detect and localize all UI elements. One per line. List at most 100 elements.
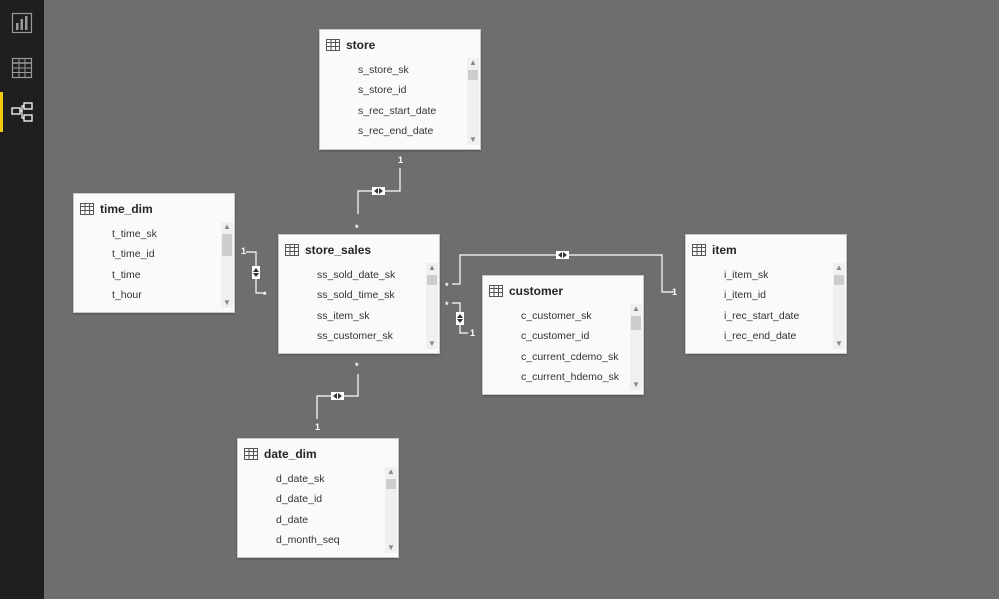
bidirectional-filter-icon [252, 266, 260, 279]
field-item[interactable]: d_date [276, 513, 309, 526]
scroll-down-icon[interactable]: ▼ [387, 543, 395, 552]
scrollbar[interactable]: ▲ ▼ [630, 304, 642, 390]
cardinality-many: * [445, 300, 449, 310]
field-item[interactable]: i_rec_end_date [724, 329, 797, 342]
report-view-button[interactable] [0, 3, 44, 43]
field-item[interactable]: ss_customer_sk [317, 329, 393, 342]
cardinality-one: 1 [470, 328, 475, 338]
cardinality-one: 1 [398, 155, 403, 165]
table-title: store [346, 38, 376, 52]
field-item[interactable]: d_date_sk [276, 473, 325, 485]
table-card-customer[interactable]: customer c_customer_sk c_customer_id c_c… [482, 275, 644, 395]
scroll-thumb[interactable] [468, 70, 478, 80]
view-switcher-rail [0, 0, 44, 599]
table-card-item[interactable]: item i_item_sk i_item_id i_rec_start_dat… [685, 234, 847, 354]
bidirectional-filter-icon [331, 392, 344, 400]
data-view-button[interactable] [0, 48, 44, 88]
scroll-down-icon[interactable]: ▼ [428, 339, 436, 348]
field-item[interactable]: i_rec_start_date [724, 309, 800, 322]
field-item[interactable]: d_month_seq [276, 533, 340, 546]
scrollbar[interactable]: ▲ ▼ [426, 263, 438, 349]
cardinality-many: * [355, 361, 359, 371]
scroll-up-icon[interactable]: ▲ [469, 58, 477, 67]
scroll-thumb[interactable] [631, 316, 641, 330]
field-list: ss_sold_date_sk ss_sold_time_sk ss_item_… [317, 265, 395, 346]
field-item[interactable]: s_store_sk [358, 64, 409, 76]
cardinality-one: 1 [241, 246, 246, 256]
cardinality-many: * [355, 223, 359, 233]
relationships-view-button[interactable] [0, 92, 44, 132]
field-item[interactable]: i_item_id [724, 289, 767, 302]
field-item[interactable]: ss_item_sk [317, 309, 370, 322]
table-header[interactable]: time_dim [80, 200, 153, 218]
scroll-up-icon[interactable]: ▲ [632, 304, 640, 313]
scroll-up-icon[interactable]: ▲ [387, 467, 395, 476]
table-header[interactable]: customer [489, 282, 563, 300]
scrollbar[interactable]: ▲ ▼ [385, 467, 397, 553]
table-icon [326, 39, 340, 51]
field-item[interactable]: c_current_hdemo_sk [521, 370, 620, 383]
table-card-store[interactable]: store s_store_sk s_store_id s_rec_start_… [319, 29, 481, 150]
table-icon [80, 203, 94, 215]
table-icon [692, 244, 706, 256]
field-item[interactable]: s_rec_end_date [358, 124, 434, 137]
cardinality-many: * [445, 281, 449, 291]
cardinality-one: 1 [672, 287, 677, 297]
field-item[interactable]: t_time_sk [112, 228, 157, 240]
field-item[interactable]: s_rec_start_date [358, 104, 437, 117]
field-list: d_date_sk d_date_id d_date d_month_seq [276, 469, 340, 550]
field-item[interactable]: d_date_id [276, 493, 323, 506]
field-list: s_store_sk s_store_id s_rec_start_date s… [358, 60, 436, 141]
table-title: store_sales [305, 243, 372, 257]
table-title: time_dim [100, 202, 153, 216]
cardinality-many: * [263, 290, 267, 300]
scroll-down-icon[interactable]: ▼ [223, 298, 231, 307]
field-item[interactable]: t_time_id [112, 248, 155, 261]
field-list: c_customer_sk c_customer_id c_current_cd… [521, 306, 619, 387]
field-list: i_item_sk i_item_id i_rec_start_date i_r… [724, 265, 799, 346]
scroll-thumb[interactable] [222, 234, 232, 256]
scrollbar[interactable]: ▲ ▼ [467, 58, 479, 145]
table-card-date-dim[interactable]: date_dim d_date_sk d_date_id d_date d_mo… [237, 438, 399, 558]
bidirectional-filter-icon [456, 312, 464, 325]
relationship-lines: 1 * 1 * 1 * 1 * 1 * [241, 155, 677, 432]
field-item[interactable]: c_customer_sk [521, 310, 592, 322]
table-header[interactable]: store_sales [285, 241, 371, 259]
bar-chart-icon [11, 12, 33, 34]
scroll-up-icon[interactable]: ▲ [223, 222, 231, 231]
table-header[interactable]: date_dim [244, 445, 317, 463]
field-item[interactable]: ss_sold_time_sk [317, 289, 395, 302]
scroll-thumb[interactable] [386, 479, 396, 489]
field-item[interactable]: t_time [112, 268, 141, 281]
scroll-up-icon[interactable]: ▲ [428, 263, 436, 272]
scrollbar[interactable]: ▲ ▼ [833, 263, 845, 349]
table-grid-icon [11, 57, 33, 79]
table-title: date_dim [264, 447, 317, 461]
field-item[interactable]: i_item_sk [724, 269, 769, 281]
scroll-down-icon[interactable]: ▼ [632, 380, 640, 389]
field-item[interactable]: s_store_id [358, 84, 407, 97]
field-item[interactable]: t_hour [112, 288, 142, 301]
cardinality-one: 1 [315, 422, 320, 432]
table-header[interactable]: item [692, 241, 737, 259]
bidirectional-filter-icon [556, 251, 569, 259]
bidirectional-filter-icon [372, 187, 385, 195]
scroll-down-icon[interactable]: ▼ [469, 135, 477, 144]
table-icon [285, 244, 299, 256]
scroll-thumb[interactable] [834, 275, 844, 285]
scroll-down-icon[interactable]: ▼ [835, 339, 843, 348]
scrollbar[interactable]: ▲ ▼ [221, 222, 233, 308]
table-title: customer [509, 284, 564, 298]
table-icon [489, 285, 503, 297]
scroll-up-icon[interactable]: ▲ [835, 263, 843, 272]
table-title: item [712, 243, 737, 257]
table-card-store-sales[interactable]: store_sales ss_sold_date_sk ss_sold_time… [278, 234, 440, 354]
table-card-time-dim[interactable]: time_dim t_time_sk t_time_id t_time t_ho… [73, 193, 235, 313]
field-item[interactable]: c_customer_id [521, 330, 590, 343]
relationships-canvas[interactable]: 1 * 1 * 1 * 1 * 1 * store s_store_sk s_s… [44, 0, 999, 599]
field-item[interactable]: c_current_cdemo_sk [521, 350, 619, 363]
table-header[interactable]: store [326, 36, 375, 54]
field-item[interactable]: ss_sold_date_sk [317, 269, 396, 281]
relationships-icon [11, 102, 33, 122]
scroll-thumb[interactable] [427, 275, 437, 285]
